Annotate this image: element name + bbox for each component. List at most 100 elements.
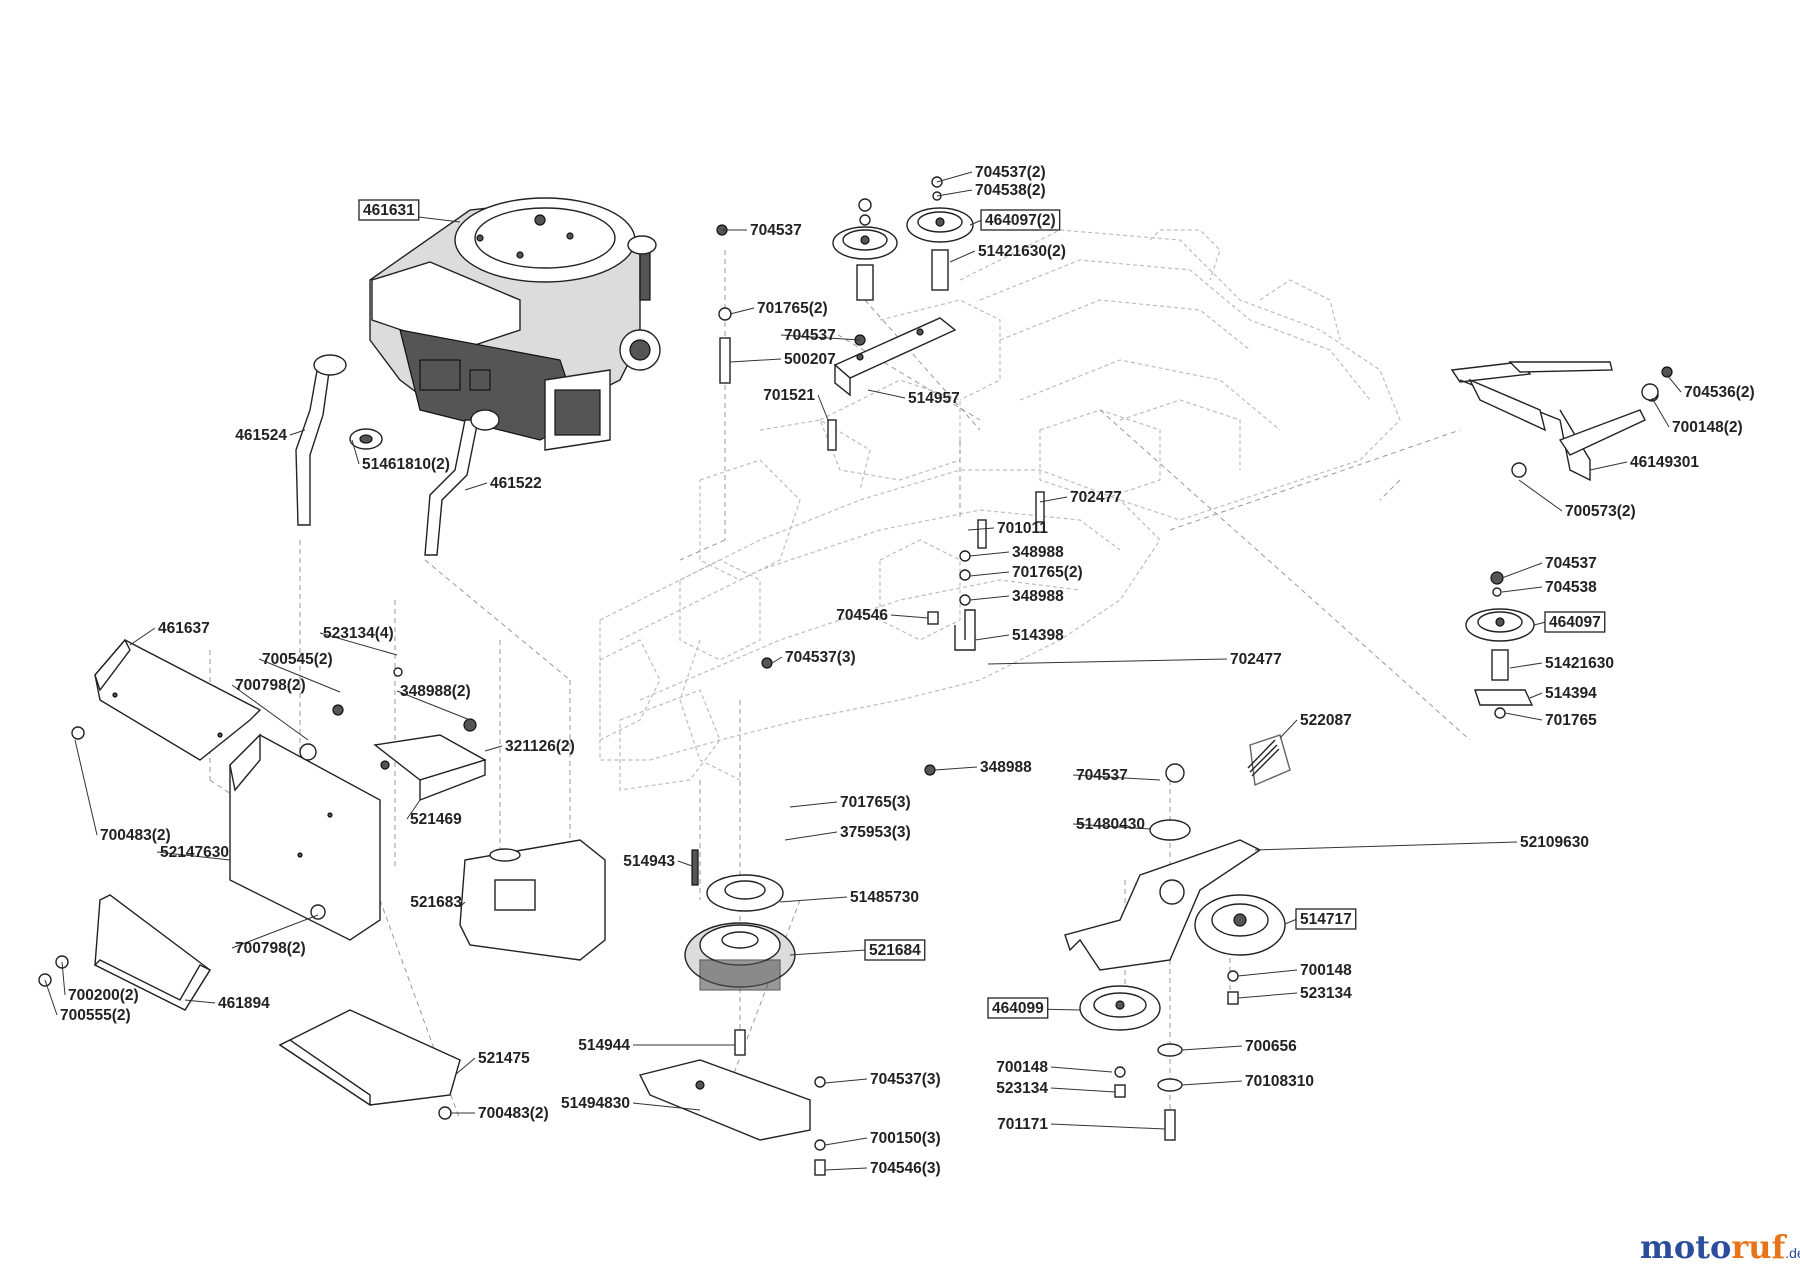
leader-line — [824, 1137, 868, 1146]
part-label: 348988(2) — [400, 683, 471, 700]
leader-line — [867, 389, 906, 399]
part-label: 704546(3) — [870, 1160, 941, 1177]
part-label: 348988 — [1012, 588, 1064, 605]
panel-461637 — [94, 638, 262, 761]
leader-line — [459, 901, 466, 908]
part-label: 321126(2) — [505, 738, 575, 755]
part-label: 704537 — [1545, 555, 1597, 572]
part-label: 700798(2) — [235, 940, 306, 957]
part-label: 521469 — [410, 811, 462, 828]
part-label: 521683 — [410, 894, 462, 911]
leader-line — [74, 739, 98, 836]
part-label-box — [1295, 908, 1357, 930]
part-label: 461637 — [158, 620, 210, 637]
part-label-box — [864, 939, 926, 961]
part-label: 51461810(2) — [362, 456, 450, 473]
logo-brand-ruf: ruf — [1731, 1228, 1786, 1266]
panel-52147630 — [229, 733, 381, 941]
leader-line — [258, 658, 341, 693]
part-label: 514717 — [1300, 911, 1352, 928]
leader-line — [890, 614, 929, 619]
part-label: 375953(3) — [840, 824, 911, 841]
part-label: 51485730 — [850, 889, 919, 906]
part-label: 704537(2) — [975, 164, 1046, 181]
part-label: 464097(2) — [985, 212, 1056, 229]
leader-line — [817, 394, 829, 421]
panel-521475 — [278, 1009, 461, 1107]
leader-line — [771, 656, 783, 664]
part-label: 700656 — [1245, 1038, 1297, 1055]
part-label: 704538(2) — [975, 182, 1046, 199]
leader-line — [1254, 841, 1518, 851]
leader-line — [464, 482, 488, 491]
leader-line — [729, 358, 782, 363]
bracket-46149301 — [1450, 361, 1673, 482]
leader-line — [969, 595, 1010, 601]
leader-line — [1279, 719, 1298, 739]
bracket-521469 — [373, 734, 487, 802]
part-label-box — [980, 209, 1061, 231]
leader-line — [61, 961, 66, 996]
part-label: 523134(4) — [323, 625, 394, 642]
part-label: 704536(2) — [1684, 384, 1755, 401]
part-label: 700148 — [1300, 962, 1352, 979]
leader-line — [129, 627, 156, 646]
part-label: 51480430 — [1076, 816, 1145, 833]
part-label: 700483(2) — [100, 827, 171, 844]
leader-line — [1518, 479, 1563, 512]
part-label: 464099 — [992, 1000, 1044, 1017]
leader-line — [824, 1078, 868, 1084]
leader-line — [969, 551, 1010, 557]
part-label: 700150(3) — [870, 1130, 941, 1147]
panel-461894 — [93, 894, 212, 1011]
leader-line — [1050, 1087, 1116, 1093]
leader-line — [632, 1102, 701, 1111]
leader-line — [406, 799, 421, 820]
part-label: 701765 — [1545, 712, 1597, 729]
part-label: 514394 — [1545, 685, 1597, 702]
part-label: 704537 — [1076, 767, 1128, 784]
part-label: 701765(3) — [840, 794, 911, 811]
leader-line — [936, 189, 973, 197]
leader-line — [779, 896, 848, 903]
part-label: 704538 — [1545, 579, 1597, 596]
part-label: 704537 — [750, 222, 802, 239]
part-label: 521475 — [478, 1050, 530, 1067]
leader-lines — [44, 171, 1682, 1171]
part-label: 461524 — [235, 427, 287, 444]
idler-arm-52109630 — [1064, 734, 1291, 971]
part-label-box — [1544, 611, 1606, 633]
part-label: 700798(2) — [235, 677, 306, 694]
leader-line — [289, 429, 306, 436]
part-label: 51421630(2) — [978, 243, 1066, 260]
leader-line — [974, 634, 1010, 641]
leader-line — [1504, 712, 1543, 721]
part-label: 704537(3) — [870, 1071, 941, 1088]
leader-line — [969, 571, 1010, 577]
leader-line — [1509, 662, 1543, 669]
leader-line — [231, 914, 319, 949]
part-label-box — [987, 997, 1049, 1019]
chassis-frame-outline — [599, 229, 1401, 791]
exhaust-pipe-461524 — [295, 354, 383, 526]
leader-line — [784, 831, 838, 841]
muffler-521683 — [459, 839, 606, 961]
leader-line — [1651, 397, 1670, 428]
leader-line — [231, 684, 309, 741]
part-label: 701011 — [997, 520, 1048, 537]
leader-line — [1181, 1080, 1243, 1086]
part-label: 514398 — [1012, 627, 1064, 644]
part-label: 700555(2) — [60, 1007, 131, 1024]
leader-line — [1237, 992, 1298, 999]
leader-line — [949, 250, 976, 263]
part-labels: 461631704537704537(2)704538(2)464097(2)5… — [60, 164, 1755, 1177]
logo-brand-moto: moto — [1640, 1228, 1732, 1266]
leader-line — [1072, 774, 1161, 781]
part-label: 348988 — [1012, 544, 1064, 561]
part-label: 46149301 — [1630, 454, 1699, 471]
pulley-514717 — [1194, 894, 1286, 956]
leader-line — [1533, 621, 1547, 626]
leader-line — [184, 999, 216, 1004]
part-label: 52109630 — [1520, 834, 1589, 851]
